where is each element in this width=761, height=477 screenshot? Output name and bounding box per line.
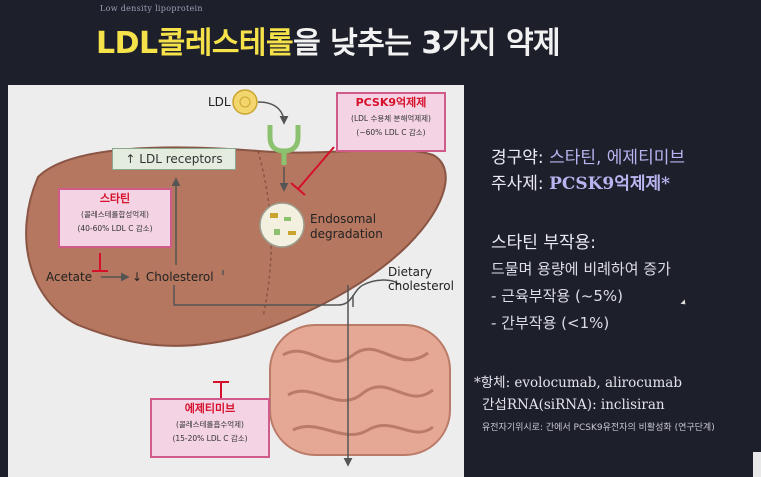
ldl-receptor-icon	[267, 125, 301, 154]
endosome-icon	[259, 202, 305, 248]
injection-label: 주사제:	[491, 174, 550, 194]
title-rest: 을 낮추는 3가지 약제	[293, 26, 561, 61]
footnote-sirna: 간섭RNA(siRNA): inclisiran	[482, 397, 665, 413]
side-effect-liver: - 간부작용 (<1%)	[491, 314, 610, 332]
side-effect-desc: 드물며 용량에 비례하여 증가	[491, 260, 671, 278]
oral-label: 경구약:	[491, 148, 550, 168]
intestine-shape	[269, 324, 451, 456]
slide-title: LDL콜레스테롤을 낮추는 3가지 약제	[96, 18, 561, 62]
side-effect-muscle: - 근육부작용 (~5%)	[491, 287, 624, 305]
endosomal-label: Endosomal	[310, 212, 377, 226]
footnote-gene-editing: 유전자기위시로: 간에서 PCSK9유전자의 비활성화 (연구단계)	[482, 423, 715, 433]
injection-drugs-line: 주사제: PCSK9억제제*	[491, 169, 670, 194]
statin-line2: (40-60% LDL C 감소)	[77, 224, 153, 233]
statin-box: 스타틴 (콜레스테롤합성억제) (40-60% LDL C 감소)	[58, 188, 172, 248]
ldl-receptors-box: ↑ LDL receptors	[112, 148, 236, 170]
ezetimibe-line2: (15-20% LDL C 감소)	[172, 434, 248, 443]
dietary-cholesterol-label: cholesterol	[388, 279, 454, 293]
title-highlight: LDL콜레스테롤	[96, 26, 294, 61]
cholesterol-label: ↓ Cholesterol	[132, 270, 214, 284]
acetate-label: Acetate	[46, 270, 93, 284]
ezetimibe-box: 에제티미브 (콜레스테롤흡수억제) (15-20% LDL C 감소)	[150, 398, 270, 458]
ldl-label: LDL	[208, 95, 231, 109]
oral-drugs-line: 경구약: 스타틴, 에제티미브	[491, 143, 685, 168]
slide-subtitle: Low density lipoprotein	[100, 4, 203, 13]
ezetimibe-line1: (콜레스테롤흡수억제)	[176, 420, 244, 429]
ldl-particle-icon	[232, 89, 258, 115]
footnote-antibody: *항체: evolocumab, alirocumab	[474, 375, 682, 391]
ldl-drug-diagram: LDL PCSK9억제제 (LDL 수용체 분해억제제) (~60% LDL C…	[8, 85, 464, 477]
pcsk9-box: PCSK9억제제 (LDL 수용체 분해억제제) (~60% LDL C 감소)	[336, 92, 446, 152]
statin-line1: (콜레스테롤합성억제)	[81, 210, 149, 219]
edge-thumbnail	[753, 452, 761, 477]
oral-value: 스타틴, 에제티미브	[549, 148, 685, 168]
mouse-cursor-icon	[680, 299, 688, 307]
injection-value: PCSK9억제제*	[549, 174, 671, 194]
side-effect-title: 스타틴 부작용:	[491, 233, 596, 253]
pcsk9-line2: (~60% LDL C 감소)	[356, 128, 426, 137]
statin-title: 스타틴	[99, 192, 131, 205]
liver-lobe-line	[257, 150, 272, 318]
dietary-label: Dietary	[388, 265, 433, 279]
pcsk9-line1: (LDL 수용체 분해억제제)	[351, 114, 431, 123]
ezetimibe-title: 에제티미브	[184, 402, 236, 415]
pcsk9-title: PCSK9억제제	[355, 96, 427, 109]
degradation-label: degradation	[310, 227, 383, 241]
